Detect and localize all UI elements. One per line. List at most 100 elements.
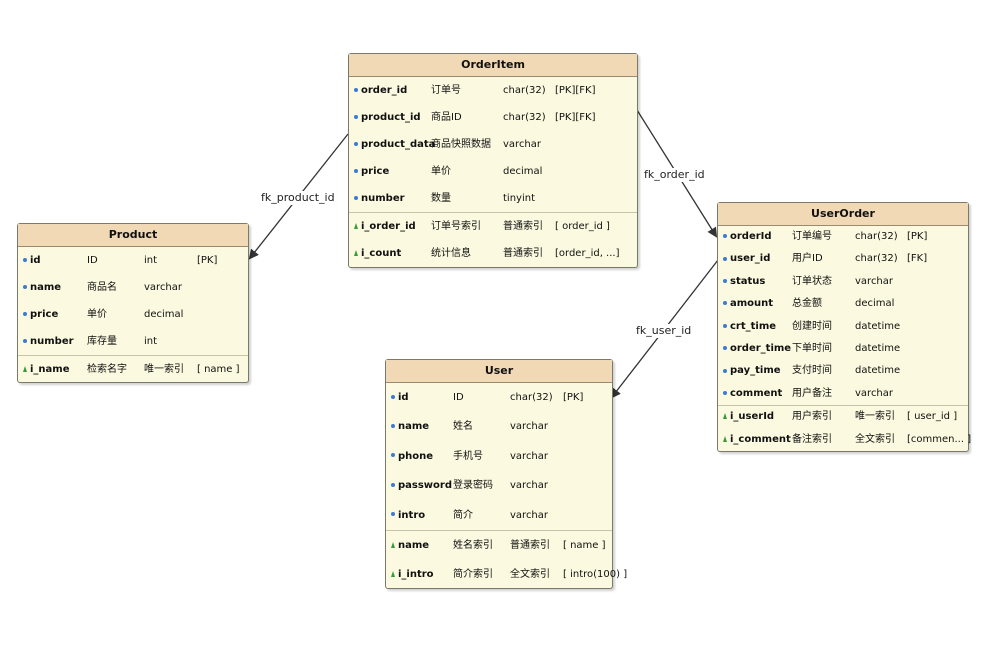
field-bullet-icon: [391, 512, 395, 517]
fk-user-id-label: fk_user_id: [634, 324, 694, 338]
entity-title: OrderItem: [349, 54, 637, 77]
field-key: [PK][FK]: [555, 112, 596, 123]
field-type: tinyint: [503, 193, 535, 204]
field-bullet-icon: [391, 453, 395, 458]
field-key: [PK]: [563, 392, 584, 403]
entity-title: UserOrder: [718, 203, 968, 226]
index-name: i_intro: [398, 569, 434, 581]
entity-title: User: [386, 360, 612, 383]
field-type: varchar: [510, 509, 549, 521]
field-row[interactable]: orderId 订单编号 char(32) [PK]: [718, 226, 968, 248]
field-bullet-icon: [354, 195, 358, 200]
field-bullet-icon: [723, 346, 727, 351]
field-row[interactable]: product_id 商品ID char(32) [PK][FK]: [349, 104, 637, 131]
field-bullet-icon: [723, 234, 727, 239]
index-type: 全文索引: [855, 433, 895, 445]
field-bullet-icon: [354, 87, 358, 92]
field-label: 用户备注: [792, 387, 832, 399]
field-label: 登录密码: [453, 480, 493, 492]
index-label: 订单号索引: [431, 221, 481, 232]
field-bullet-icon: [391, 394, 395, 399]
field-name: product_id: [361, 112, 421, 123]
field-label: 订单状态: [792, 275, 832, 287]
field-bullet-icon: [23, 338, 27, 343]
field-type: varchar: [855, 387, 894, 399]
field-name: orderId: [730, 231, 772, 242]
index-label: 简介索引: [453, 569, 493, 581]
field-type: decimal: [144, 309, 184, 320]
field-type: decimal: [855, 298, 895, 310]
index-type: 普通索引: [510, 539, 550, 551]
field-type: char(32): [503, 112, 546, 123]
index-name: i_count: [361, 248, 402, 259]
field-name: price: [361, 166, 390, 177]
field-label: 创建时间: [792, 320, 832, 332]
field-bullet-icon: [354, 114, 358, 119]
field-name: price: [30, 309, 59, 320]
index-label: 用户索引: [792, 411, 832, 423]
index-bullet-icon: [723, 435, 727, 442]
field-bullet-icon: [23, 284, 27, 289]
field-name: password: [398, 480, 453, 492]
index-label: 备注索引: [792, 433, 832, 445]
field-type: datetime: [855, 320, 901, 332]
field-label: 订单编号: [792, 231, 832, 242]
field-type: char(32): [855, 231, 898, 242]
field-name: phone: [398, 450, 434, 462]
field-label: 姓名: [453, 421, 473, 433]
index-label: 姓名索引: [453, 539, 493, 551]
field-label: 单价: [431, 166, 451, 177]
field-key: [PK]: [907, 231, 928, 242]
field-name: name: [398, 421, 430, 433]
field-type: char(32): [510, 392, 553, 403]
field-bullet-icon: [354, 168, 358, 173]
field-bullet-icon: [391, 482, 395, 487]
field-key: [FK]: [907, 253, 928, 265]
field-name: product_data: [361, 139, 436, 150]
field-key: [PK]: [197, 255, 218, 266]
field-label: 总金额: [792, 298, 822, 310]
field-type: varchar: [503, 139, 542, 150]
field-label: 商品ID: [431, 112, 462, 123]
field-label: 用户ID: [792, 253, 823, 265]
field-bullet-icon: [391, 424, 395, 429]
entity-userorder[interactable]: UserOrder orderId 订单编号 char(32) [PK] user_id…: [717, 202, 971, 452]
index-type: 普通索引: [503, 221, 543, 232]
field-name: name: [30, 282, 62, 293]
field-bullet-icon: [23, 311, 27, 316]
index-columns: [ user_id ]: [907, 411, 958, 423]
field-bullet-icon: [723, 278, 727, 283]
